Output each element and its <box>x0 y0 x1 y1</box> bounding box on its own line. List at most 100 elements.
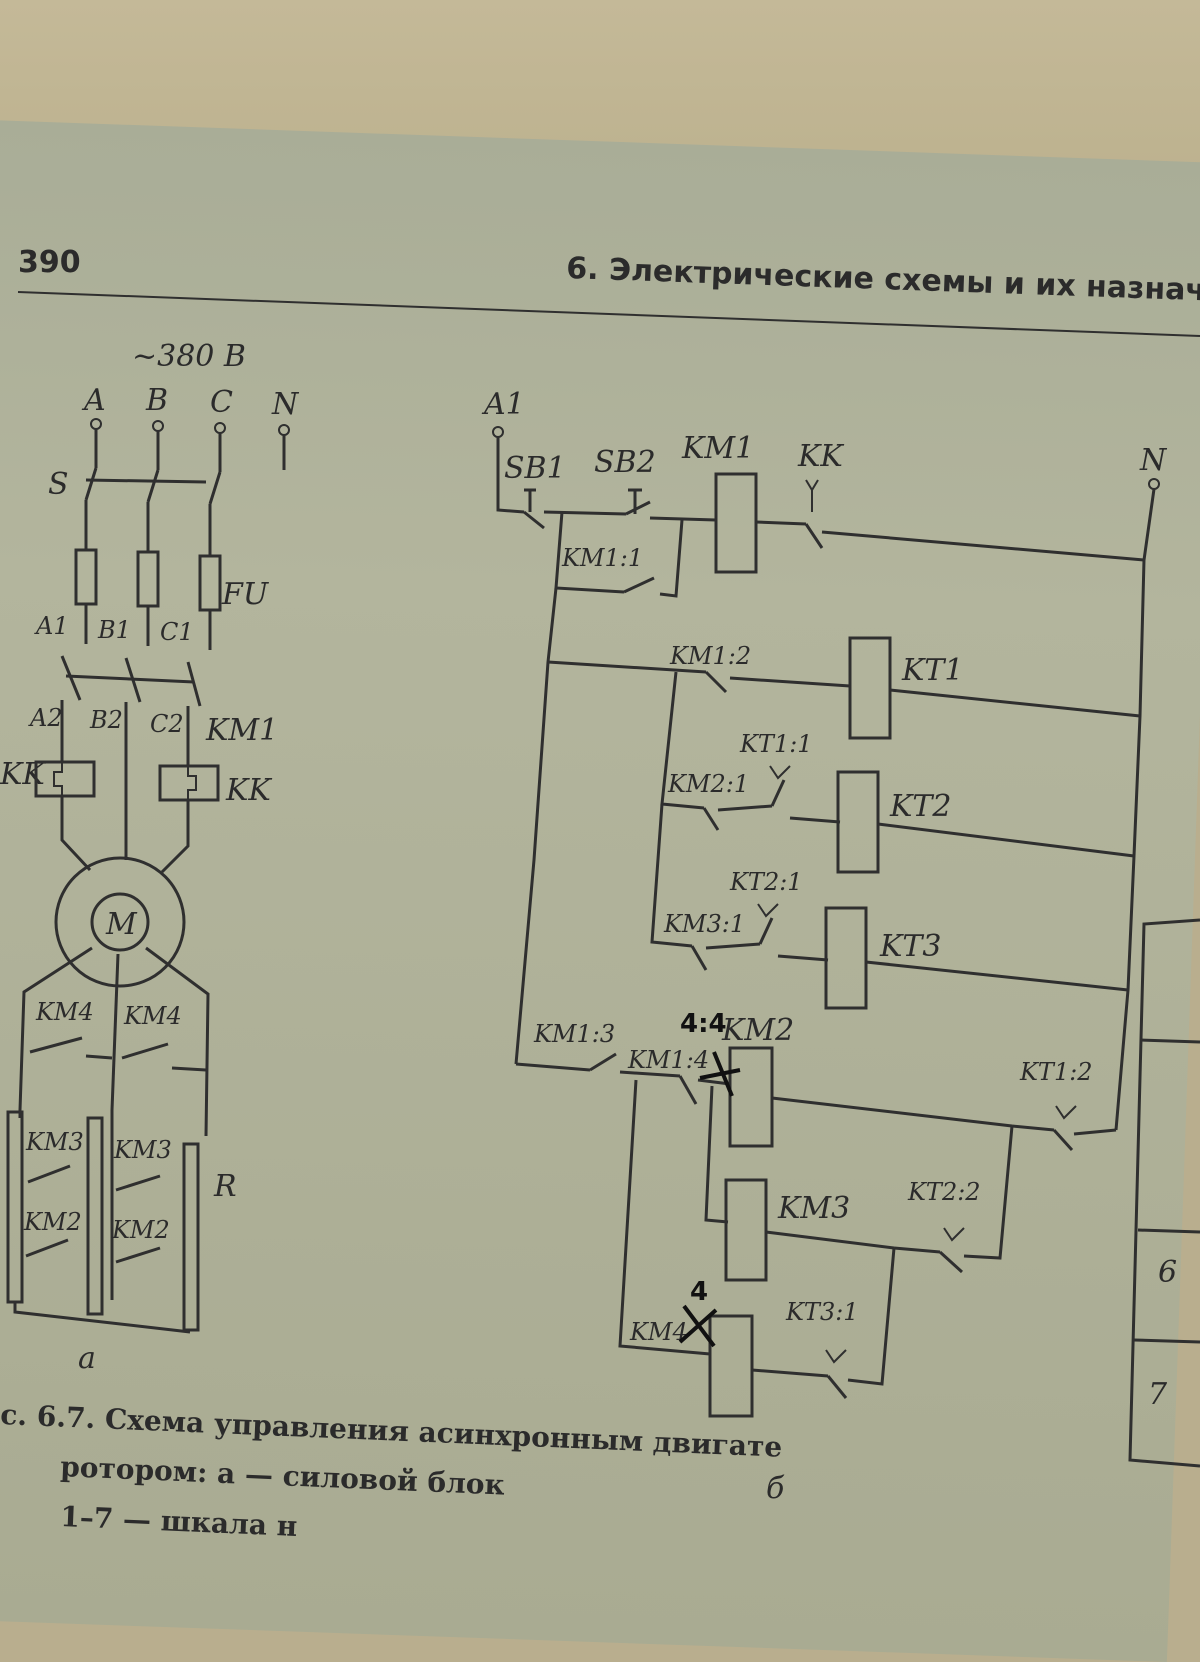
sb2-label: SB2 <box>594 445 656 480</box>
terminal-c2-label: C2 <box>150 710 184 738</box>
motor-stator <box>54 856 186 988</box>
km3-1-label: KM3:1 <box>663 910 745 938</box>
terminal-n <box>278 424 290 436</box>
sb2-contact <box>625 500 651 516</box>
scale-table-rules <box>1133 1038 1200 1344</box>
resistor-right <box>182 1142 200 1332</box>
kt1-coil <box>848 636 892 740</box>
terminal-b <box>152 420 164 432</box>
phase-c-label: C <box>210 385 233 420</box>
thermal-relay-right-label: KK <box>225 773 272 808</box>
contactor-km1-label: KM1 <box>205 713 278 748</box>
kt3-label: KT3 <box>879 929 942 964</box>
caption-line-3: 1–7 — шкала н <box>60 1500 298 1543</box>
handwritten-cross-2 <box>678 1304 718 1348</box>
kk-actuator <box>805 479 819 512</box>
km2-left-contact <box>25 1238 69 1258</box>
kt1-label: KT1 <box>901 653 964 688</box>
scale-table-outline <box>1128 918 1200 1468</box>
km4-left-label: KM4 <box>35 998 94 1026</box>
switch-s-blade-b <box>146 469 160 503</box>
switch-label: S <box>48 467 69 502</box>
scale-number-6: 6 <box>1158 1255 1177 1290</box>
km4-coil-label: KM4 <box>629 1318 688 1346</box>
km2-1-contact <box>702 807 720 831</box>
n-bus <box>1114 488 1156 1131</box>
km3-1-contact <box>690 945 708 971</box>
kt1-1-timer-mark <box>769 765 791 780</box>
control-circuit: A1 N SB1 SB2 KM1 KK KM1:1 KM1:2 <box>481 387 1168 1506</box>
km3-right-label: KM3 <box>113 1136 172 1164</box>
handwritten-mark-2: 4 <box>690 1277 708 1307</box>
kt1-2-timer-mark <box>1055 1105 1077 1120</box>
fuse-c <box>198 554 222 612</box>
km2-left-label: KM2 <box>23 1208 82 1236</box>
terminal-a1-label: A1 <box>34 612 69 640</box>
page-number: 390 <box>18 245 81 280</box>
sb1-label: SB1 <box>504 451 566 486</box>
km2-1-label: KM2:1 <box>667 770 749 798</box>
control-circuit-sublabel: б <box>766 1471 785 1506</box>
terminal-a2-label: A2 <box>28 704 63 732</box>
motor-rotor <box>90 892 150 952</box>
km3-right-contact <box>115 1174 161 1192</box>
phase-b-label: B <box>145 383 168 418</box>
node-n-label: N <box>1139 443 1168 478</box>
power-circuit-sublabel: а <box>78 1341 96 1376</box>
node-a1-label: A1 <box>481 387 525 422</box>
switch-s-link <box>85 478 207 484</box>
kt2-label: KT2 <box>889 789 952 824</box>
km1-contact-a <box>60 655 82 701</box>
kt1-2-label: KT1:2 <box>1019 1058 1093 1086</box>
kt2-2-label: KT2:2 <box>907 1178 981 1206</box>
scale-number-7: 7 <box>1148 1377 1168 1412</box>
terminal-c <box>214 422 226 434</box>
switch-s-blade-c <box>208 471 222 505</box>
km1-coil <box>714 472 758 574</box>
km1-3-contact <box>589 1052 617 1072</box>
km3-left-label: KM3 <box>25 1128 84 1156</box>
km3-coil-label: KM3 <box>777 1191 850 1226</box>
terminal-b1-label: B1 <box>97 616 131 644</box>
kt3-1-contact <box>826 1375 848 1399</box>
scale-table: 6 7 <box>1128 918 1200 1468</box>
node-a1-terminal <box>492 426 504 438</box>
motor-label: M <box>105 907 138 942</box>
terminal-c1-label: C1 <box>160 618 194 646</box>
resistor-left <box>6 1110 24 1304</box>
switch-s-blade-a <box>84 467 98 501</box>
sb1-push-button <box>524 488 536 512</box>
handwritten-cross-1 <box>699 1051 741 1097</box>
km1-contact-c <box>186 661 202 707</box>
km1-3-label: KM1:3 <box>533 1020 615 1048</box>
km1-contact-link <box>65 674 195 684</box>
figure-caption: с. 6.7. Схема управления асинхронным дви… <box>0 1398 783 1543</box>
header-rule <box>17 291 1200 337</box>
km1-2-contact <box>704 670 728 694</box>
power-circuit: ~380 В A B C N S FU A1 B1 C1 <box>0 339 300 1376</box>
handwritten-mark-1: 4:4 <box>680 1009 727 1039</box>
kt1-1-contact <box>770 779 786 807</box>
km1-1-contact <box>623 576 655 594</box>
kk-contact <box>804 523 824 549</box>
km1-coil-label: KM1 <box>681 431 754 466</box>
km3-left-contact <box>27 1164 71 1184</box>
voltage-label: ~380 В <box>132 339 246 374</box>
node-n-terminal <box>1148 478 1160 490</box>
kt2-coil <box>836 770 880 874</box>
phase-a-label: A <box>81 383 106 418</box>
km4-coil <box>708 1314 754 1418</box>
thermal-element-right <box>187 766 197 800</box>
left-bus <box>514 587 558 1065</box>
thermal-relay-left <box>34 760 96 798</box>
fuse-b <box>136 550 160 608</box>
kt2-1-contact <box>758 917 774 945</box>
thermal-element-left <box>53 762 63 796</box>
km4-right-label: KM4 <box>123 1002 182 1030</box>
page-content: 390 6. Электрические схемы и их назнач ~… <box>0 245 1200 1543</box>
sb1-contact <box>523 510 545 530</box>
km3-coil <box>724 1178 768 1282</box>
km4-left-terminal <box>85 1054 113 1060</box>
kt1-1-label: KT1:1 <box>739 730 813 758</box>
km1-4-label: KM1:4 <box>627 1046 709 1074</box>
